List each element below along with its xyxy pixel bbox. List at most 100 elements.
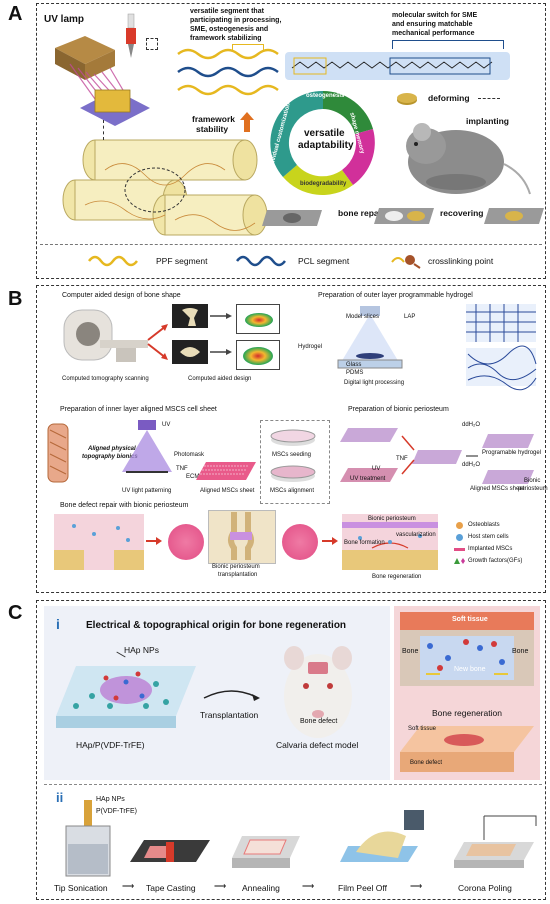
uv-label-2: UV <box>372 466 381 472</box>
transplantation-label: Transplantation <box>200 710 259 720</box>
panel-c-letter: C <box>8 602 23 624</box>
bone-defect-tissue-left <box>54 514 144 570</box>
polymer-strands <box>177 48 279 96</box>
ring-biodegradability: biodegradability <box>300 181 347 187</box>
c-pvdf-trfe: P(VDF-TrFE) <box>96 808 137 815</box>
versatile-adaptability-line-2: adaptability <box>298 140 354 151</box>
corona-poling-device <box>454 815 537 868</box>
ring-osteogenesis: osteogenesis <box>306 93 345 99</box>
legend-osteoblasts: Osteoblasts <box>468 522 500 528</box>
ecm-label: ECM <box>186 474 200 480</box>
lap-label: LAP <box>404 314 416 320</box>
uv-lamp-graphic <box>55 36 150 126</box>
b-dark-arrows <box>210 313 232 355</box>
vascularization-label: vascularization <box>396 532 436 538</box>
bone-regeneration-tissue <box>342 514 438 570</box>
bone-block-3d <box>400 726 534 772</box>
up-arrow-icon <box>240 112 254 132</box>
hap-pvdf-label: HAp/P(VDF-TrFE) <box>76 740 145 750</box>
soft-tissue-band <box>400 612 534 630</box>
bionic-periosteum-inset-label: Bionic periosteum <box>368 516 416 522</box>
crosslink-legend-label: crosslinking point <box>428 256 494 266</box>
ddh2o-label-1: ddH₂O <box>462 422 481 428</box>
ddh2o-label-2: ddH₂O <box>462 462 481 468</box>
host-stem-cell-icon <box>456 534 463 541</box>
deforming-arrow <box>478 98 500 99</box>
uv-lamp-label: UV lamp <box>44 14 85 25</box>
panel-a-letter: A <box>8 3 23 25</box>
osteoblast-icon <box>456 522 463 529</box>
soft-tissue-label: Soft tissue <box>452 616 488 623</box>
b-bionic-periosteum-title: Preparation of bionic periosteum <box>348 406 449 413</box>
mscs-seeding-dish <box>270 429 316 446</box>
new-bone-label: New bone <box>454 666 486 673</box>
tnf-label-2: TNF <box>396 456 408 462</box>
annealing-plate <box>232 836 300 868</box>
b-red-arrows <box>147 324 168 360</box>
b-bone-defect-repair-title: Bone defect repair with bionic periosteu… <box>60 502 189 509</box>
bone-plate-3 <box>484 208 544 224</box>
panel-b-letter: B <box>8 288 23 310</box>
bone-icon-1 <box>182 308 198 326</box>
implanted-msc-icon <box>454 548 465 551</box>
aligned-physical-line-1: Aligned physical <box>88 446 136 452</box>
dlp-label: Digital light processing <box>344 380 405 386</box>
soft-tissue-small-label: Soft tissue <box>408 726 437 732</box>
versatile-adaptability-line-1: versatile <box>304 128 345 139</box>
segment-bracket <box>232 44 264 51</box>
defect-arrow-2 <box>322 537 338 545</box>
step-arrow-4: ⟶ <box>410 881 423 891</box>
switch-bracket <box>392 40 504 49</box>
cell-disc-1 <box>168 524 204 560</box>
ct-scanner <box>63 309 148 362</box>
uv-treatment-label: UV treatment <box>350 476 386 482</box>
deforming-label: deforming <box>428 93 470 103</box>
aligned-mscs-sheet-label-2: Aligned MSCs sheet <box>470 486 525 492</box>
molecular-switch-line-2: and ensuring matchable <box>392 21 473 28</box>
step-annealing: Annealing <box>242 883 280 893</box>
bone-plate-1 <box>262 210 322 226</box>
ct-scanning-label: Computed tomography scanning <box>62 376 149 382</box>
bionic-periosteum-line-2: periosteum <box>518 486 548 492</box>
ppf-legend-icon <box>88 255 138 267</box>
lamp-to-scaffold-connector <box>103 120 104 140</box>
molecular-switch-line-3: mechanical performance <box>392 30 475 37</box>
molecular-switch-line-1: molecular switch for SME <box>392 12 478 19</box>
photomask-label: Photomask <box>174 452 205 458</box>
mscs-alignment-label: MSCs alignment <box>270 488 315 494</box>
b-outer-layer-title: Preparation of outer layer programmable … <box>318 292 473 299</box>
tip-sonication-vessel <box>65 800 111 877</box>
bone-icon-2 <box>180 347 200 357</box>
recovering-label: recovering <box>440 208 484 218</box>
panel-a-divider <box>40 244 542 245</box>
c-sub-ii: ii <box>56 790 64 805</box>
uv-patterning <box>122 420 172 473</box>
bone-regeneration-label-b: Bone regeneration <box>372 574 422 580</box>
ppf-legend-label: PPF segment <box>156 256 208 266</box>
bone-repairing-label: bone repairing <box>338 208 398 218</box>
adaptability-ring <box>270 90 375 195</box>
uv-label: UV <box>162 422 171 428</box>
aligned-mscs-sheet-label: Aligned MSCs sheet <box>200 488 255 494</box>
scaffold-tubes <box>62 139 268 236</box>
bone-left-label: Bone <box>402 648 419 655</box>
tnf-label: TNF <box>176 466 188 472</box>
bone-regeneration-label-c: Bone regeneration <box>432 708 502 718</box>
molecular-structure-box <box>285 52 510 80</box>
aligned-sheet <box>196 462 256 480</box>
hydrogel-label: Hydrogel <box>298 344 323 350</box>
calvaria-model-label: Calvaria defect model <box>276 740 359 750</box>
mscs-alignment-dish <box>270 465 316 482</box>
bone-plate-2 <box>374 208 434 224</box>
c-section-divider <box>44 784 542 785</box>
framework-label-line-2: stability <box>196 124 229 134</box>
syringe-icon <box>126 13 136 58</box>
c-sub-i: i <box>56 616 60 632</box>
b-cad-title: Computer aided design of bone shape <box>62 292 181 299</box>
aligned-physical-line-2: topography bionics <box>82 454 138 460</box>
uv-light-patterning-label: UV light patterning <box>122 488 172 494</box>
bone-right-label: Bone <box>512 648 529 655</box>
bone-formation-label: Bone formation <box>344 540 385 546</box>
step-tape-casting: Tape Casting <box>146 883 196 893</box>
defect-arrow-1 <box>146 537 162 545</box>
